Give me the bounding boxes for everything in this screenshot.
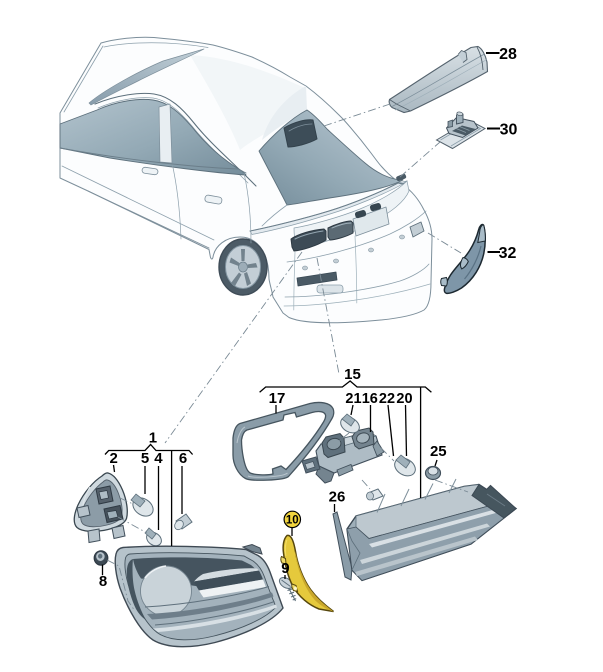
- svg-text:28: 28: [499, 46, 517, 63]
- svg-text:1: 1: [149, 430, 157, 447]
- svg-text:26: 26: [329, 489, 346, 506]
- svg-text:5: 5: [141, 450, 149, 467]
- svg-text:25: 25: [430, 443, 447, 460]
- svg-text:22: 22: [379, 391, 395, 407]
- svg-text:6: 6: [179, 450, 187, 467]
- svg-text:17: 17: [269, 390, 286, 407]
- svg-text:9: 9: [281, 560, 289, 577]
- svg-text:10: 10: [286, 515, 299, 527]
- svg-text:15: 15: [344, 366, 361, 383]
- svg-text:16: 16: [362, 391, 378, 407]
- svg-text:21: 21: [345, 391, 361, 407]
- svg-text:30: 30: [500, 122, 518, 139]
- svg-text:4: 4: [154, 450, 163, 467]
- svg-text:2: 2: [110, 450, 118, 467]
- svg-text:32: 32: [499, 245, 517, 262]
- svg-text:20: 20: [396, 391, 412, 407]
- svg-text:8: 8: [99, 573, 107, 590]
